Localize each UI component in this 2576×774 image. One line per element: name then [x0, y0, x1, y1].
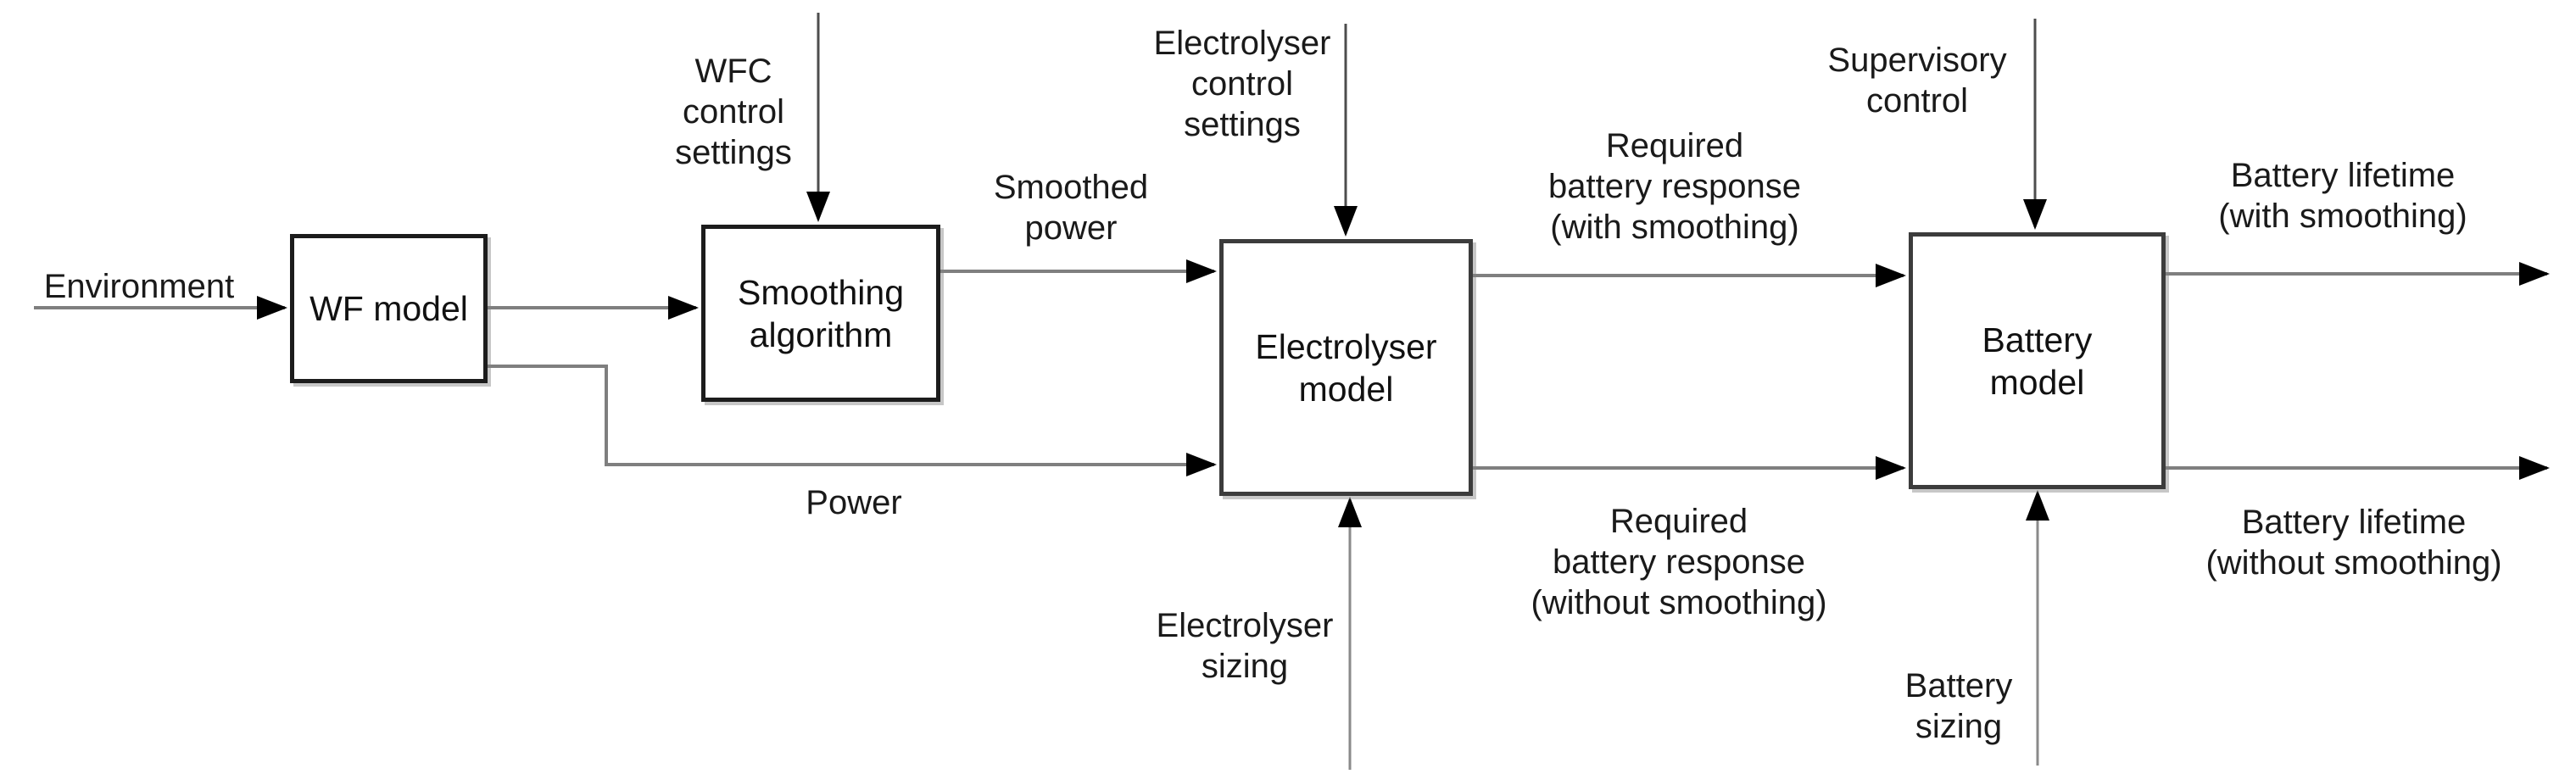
arrow-power: [488, 365, 1217, 476]
electrolyser-sizing-label: Electrolyser sizing: [1156, 607, 1334, 685]
wf-model-box: WF model: [290, 234, 488, 383]
electrolyser-control-settings-label: Electrolyser control settings: [1153, 25, 1331, 143]
battery-lifetime-without-label: Battery lifetime (without smoothing): [2205, 504, 2502, 582]
battery-label-line2: model: [1989, 362, 2085, 402]
environment-label: Environment: [43, 268, 235, 305]
required-battery-response-with-label: Required battery response (with smoothin…: [1548, 127, 1801, 246]
electrolyser-label-line1: Electrolyser: [1255, 326, 1437, 366]
electrolyser-model-box: Electrolyser model: [1219, 239, 1473, 496]
electrolyser-label-line2: model: [1298, 369, 1394, 409]
wf-model-label: WF model: [309, 289, 468, 328]
power-label: Power: [806, 484, 902, 521]
smoothing-algorithm-box: Smoothing algorithm: [701, 225, 940, 402]
battery-model-box: Battery model: [1909, 232, 2166, 489]
smoothing-label-line2: algorithm: [749, 315, 893, 354]
wfc-control-settings-label: WFC control settings: [675, 53, 792, 171]
battery-sizing-label: Battery sizing: [1904, 667, 2013, 745]
battery-label-line1: Battery: [1982, 320, 2093, 359]
supervisory-control-label: Supervisory control: [1827, 42, 2007, 120]
smoothing-label-line1: Smoothing: [737, 272, 904, 312]
smoothed-power-label: Smoothed power: [993, 169, 1149, 247]
battery-lifetime-with-label: Battery lifetime (with smoothing): [2218, 157, 2467, 235]
required-battery-response-without-label: Required battery response (without smoot…: [1531, 503, 1827, 621]
